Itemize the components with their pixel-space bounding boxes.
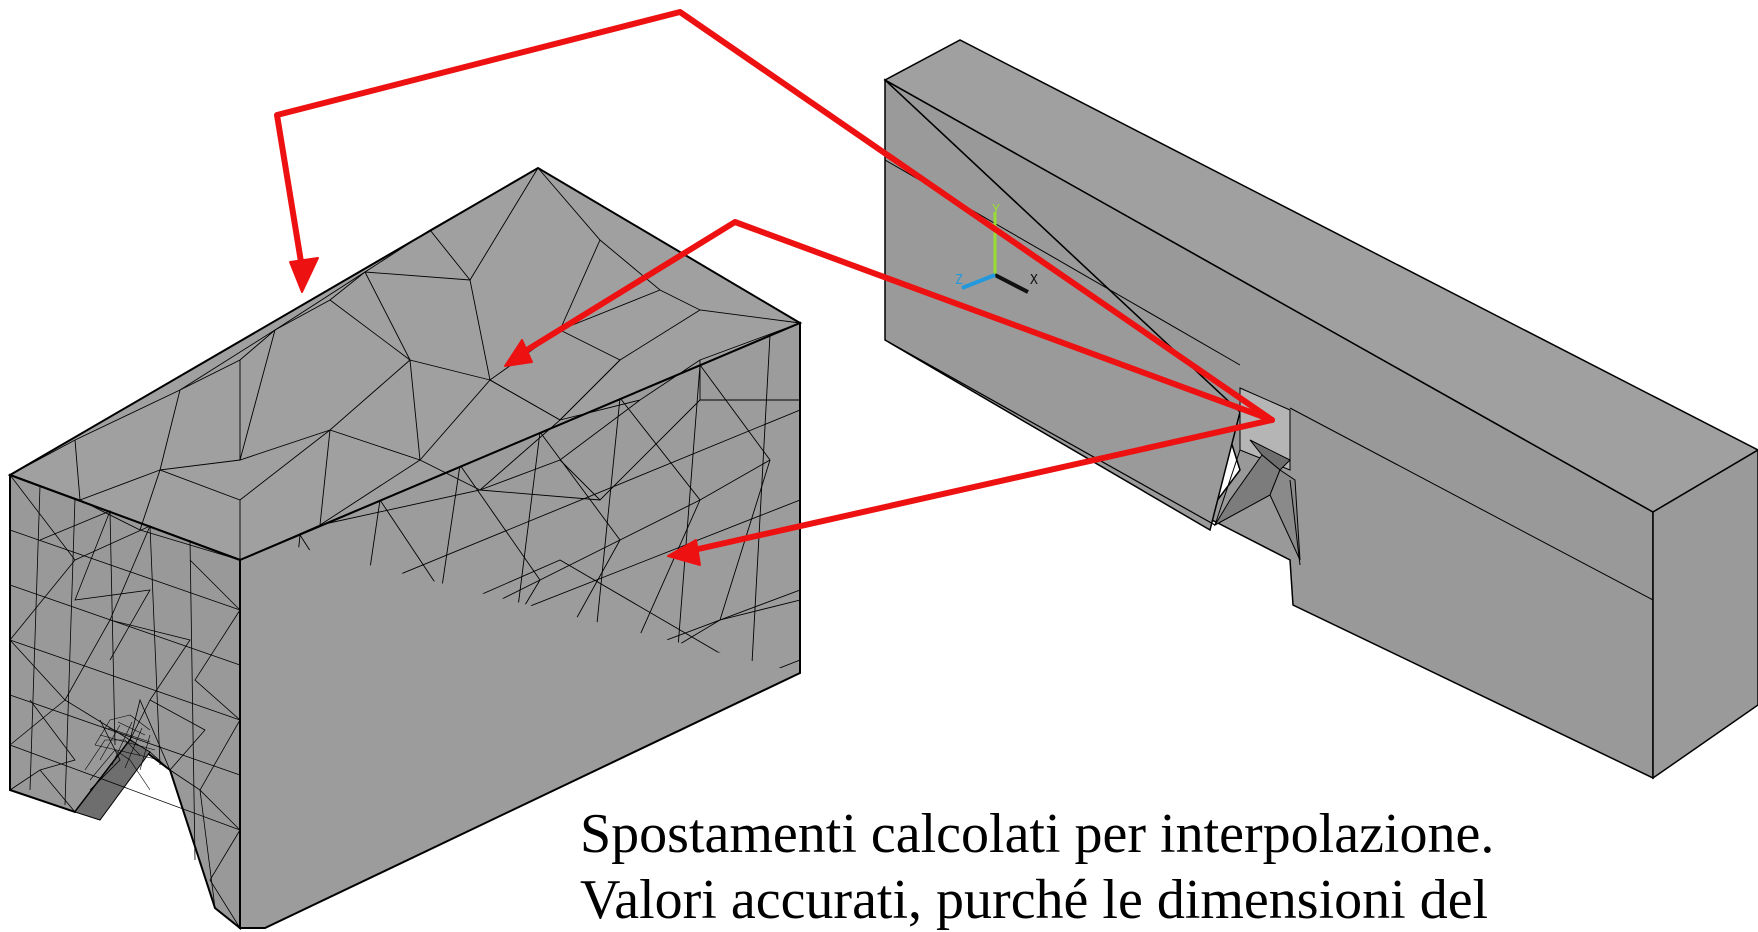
beam-left-face	[884, 78, 1241, 532]
caption-line-2: Valori accurati, purché le dimensioni de…	[580, 869, 1489, 931]
arrow-side-face-head	[667, 539, 701, 566]
mesh-front	[9, 474, 241, 929]
beam-end-face	[1652, 449, 1758, 780]
axis-x-label: X	[1030, 273, 1038, 288]
arrow-top-edge-head	[289, 257, 319, 293]
interpolation-arrows	[274, 9, 1275, 566]
axis-z-label: Z	[955, 273, 963, 288]
beam-model: Y X Z	[883, 39, 1758, 780]
submodel	[7, 166, 803, 931]
arrow-side-face	[682, 417, 1275, 555]
arrow-top-face-head	[504, 339, 533, 367]
arrow-top-face	[519, 219, 1275, 423]
axis-y-label: Y	[992, 203, 1000, 218]
arrow-top-edge	[274, 9, 1275, 423]
axis-triad: Y X Z	[955, 203, 1038, 294]
mesh-notch-dense	[84, 714, 161, 791]
caption-line-1: Spostamenti calcolati per interpolazione…	[580, 803, 1495, 865]
